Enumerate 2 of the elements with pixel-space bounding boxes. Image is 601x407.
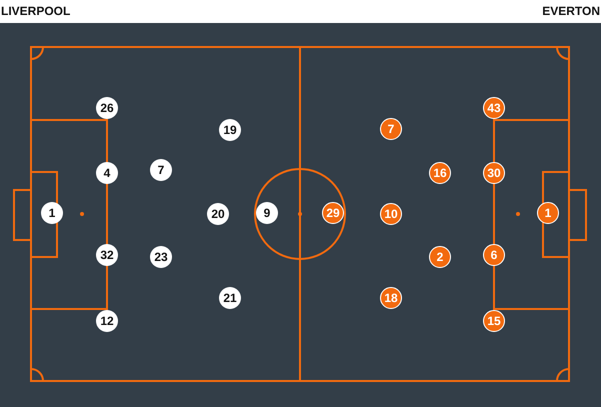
team-name: LIVERPOOL (1, 4, 70, 18)
team-name: EVERTON (542, 4, 600, 18)
